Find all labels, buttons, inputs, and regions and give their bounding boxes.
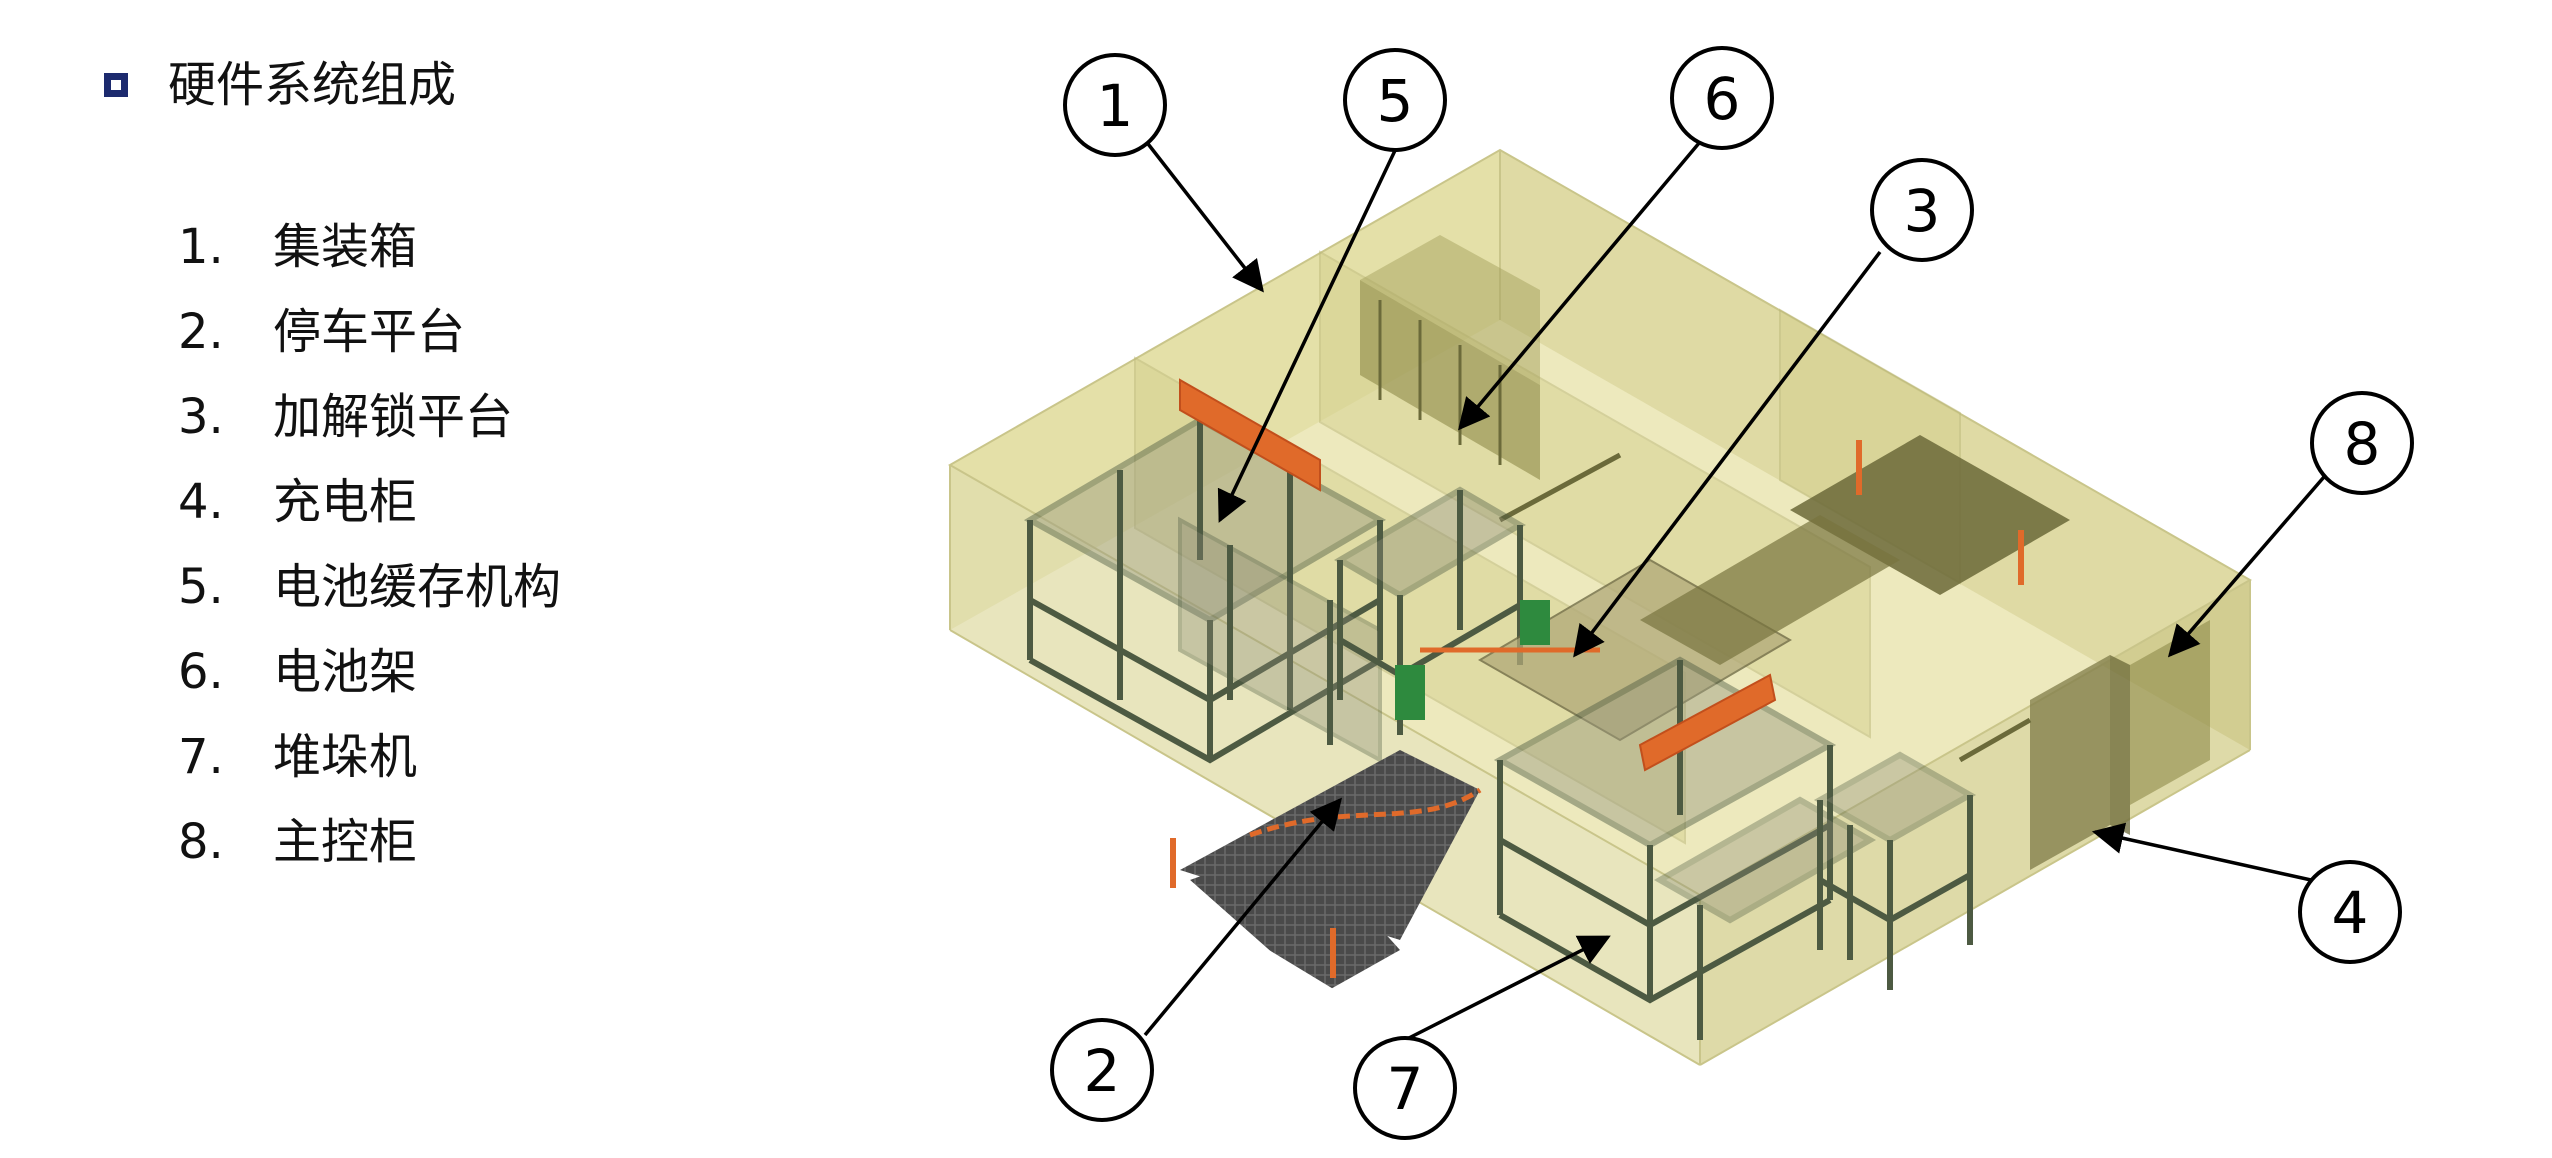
list-item: 5. 电池缓存机构 <box>178 545 561 630</box>
heading-text: 硬件系统组成 <box>168 57 457 113</box>
section-heading: 硬件系统组成 <box>104 50 456 120</box>
left-rack-assembly <box>1023 378 1387 764</box>
item-number: 3. <box>178 389 224 445</box>
item-label: 停车平台 <box>273 304 466 360</box>
list-item: 7. 堆垛机 <box>178 715 561 800</box>
callout-4: 4 <box>2298 860 2402 964</box>
item-label: 集装箱 <box>273 219 418 275</box>
callout-number: 5 <box>1377 67 1414 135</box>
callout-number: 1 <box>1097 72 1134 140</box>
callout-3: 3 <box>1870 158 1974 262</box>
callout-number: 8 <box>2344 410 2381 478</box>
list-item: 2. 停车平台 <box>178 290 561 375</box>
item-label: 充电柜 <box>273 474 418 530</box>
item-number: 7. <box>178 729 224 785</box>
list-item: 1. 集装箱 <box>178 205 561 290</box>
callout-number: 3 <box>1904 177 1941 245</box>
item-number: 6. <box>178 644 224 700</box>
item-number: 8. <box>178 814 224 870</box>
callout-arrows <box>1143 128 2332 1042</box>
hollow-square-bullet-icon <box>104 73 128 97</box>
callout-5: 5 <box>1343 48 1447 152</box>
service-bay <box>1640 435 2070 665</box>
item-number: 2. <box>178 304 224 360</box>
list-item: 4. 充电柜 <box>178 460 561 545</box>
item-number: 5. <box>178 559 224 615</box>
callout-number: 7 <box>1387 1055 1424 1123</box>
item-label: 加解锁平台 <box>273 389 514 445</box>
callout-number: 2 <box>1084 1037 1121 1105</box>
main-control-cabinet <box>2130 620 2210 805</box>
item-label: 主控柜 <box>273 814 418 870</box>
item-number: 4. <box>178 474 224 530</box>
item-number: 1. <box>178 219 224 275</box>
callout-1: 1 <box>1063 53 1167 157</box>
right-rack-assembly <box>1813 751 1977 990</box>
callout-number: 4 <box>2332 879 2369 947</box>
callout-6: 6 <box>1670 46 1774 150</box>
item-label: 堆垛机 <box>273 729 418 785</box>
charging-cabinet <box>1958 655 2130 870</box>
parking-platform <box>1120 750 1482 1002</box>
item-label: 电池架 <box>273 644 418 700</box>
list-item: 8. 主控柜 <box>178 800 561 885</box>
component-list: 1. 集装箱 2. 停车平台 3. 加解锁平台 4. 充电柜 5. 电池缓存机构 6. 电池… <box>178 205 561 885</box>
list-item: 6. 电池架 <box>178 630 561 715</box>
callout-number: 6 <box>1704 65 1741 133</box>
callout-8: 8 <box>2310 391 2414 495</box>
callout-7: 7 <box>1353 1036 1457 1140</box>
item-label: 电池缓存机构 <box>273 559 562 615</box>
callout-2: 2 <box>1050 1018 1154 1122</box>
list-item: 3. 加解锁平台 <box>178 375 561 460</box>
